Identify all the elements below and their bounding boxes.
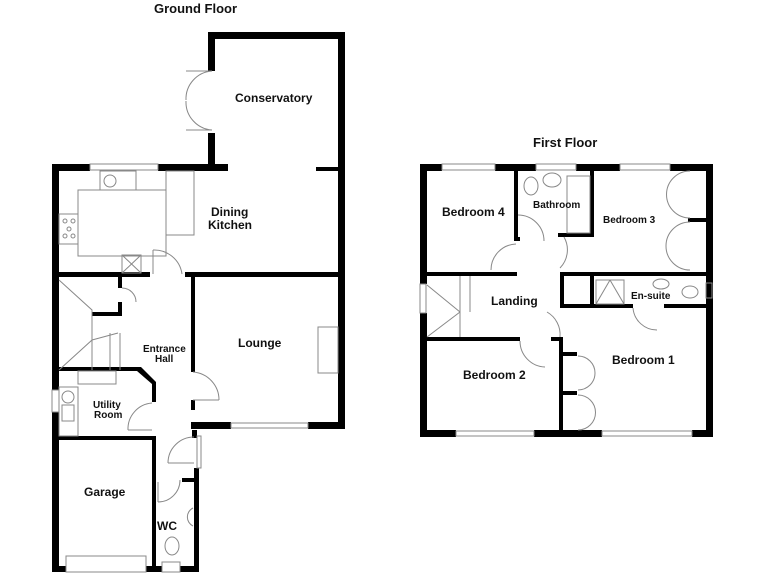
ground-floor-title: Ground Floor (154, 1, 238, 16)
room-bedroom-4: Bedroom 4 (442, 205, 505, 219)
room-en-suite: En-suite (631, 291, 671, 302)
first-floor-title: First Floor (533, 135, 598, 150)
room-dining-kitchen-line1: Dining (211, 205, 249, 219)
room-conservatory: Conservatory (235, 91, 313, 105)
room-entrance-hall-line1: Entrance (143, 344, 186, 355)
room-bedroom-1: Bedroom 1 (612, 353, 675, 367)
room-utility-line1: Utility (93, 400, 121, 411)
room-landing: Landing (491, 294, 538, 308)
first-floor-fixtures (419, 163, 713, 437)
room-entrance-hall-line2: Hall (155, 354, 174, 365)
room-dining-kitchen-line2: Kitchen (208, 218, 253, 232)
room-garage: Garage (84, 485, 126, 499)
room-lounge: Lounge (238, 336, 282, 350)
room-bathroom: Bathroom (533, 200, 581, 211)
room-utility-line2: Room (94, 410, 123, 421)
room-wc: WC (157, 519, 177, 533)
room-bedroom-2: Bedroom 2 (463, 368, 526, 382)
room-bedroom-3: Bedroom 3 (603, 215, 656, 226)
ground-floor-fixtures (51, 70, 339, 573)
ground-floor-walls (52, 32, 345, 572)
first-floor-walls (420, 164, 713, 437)
